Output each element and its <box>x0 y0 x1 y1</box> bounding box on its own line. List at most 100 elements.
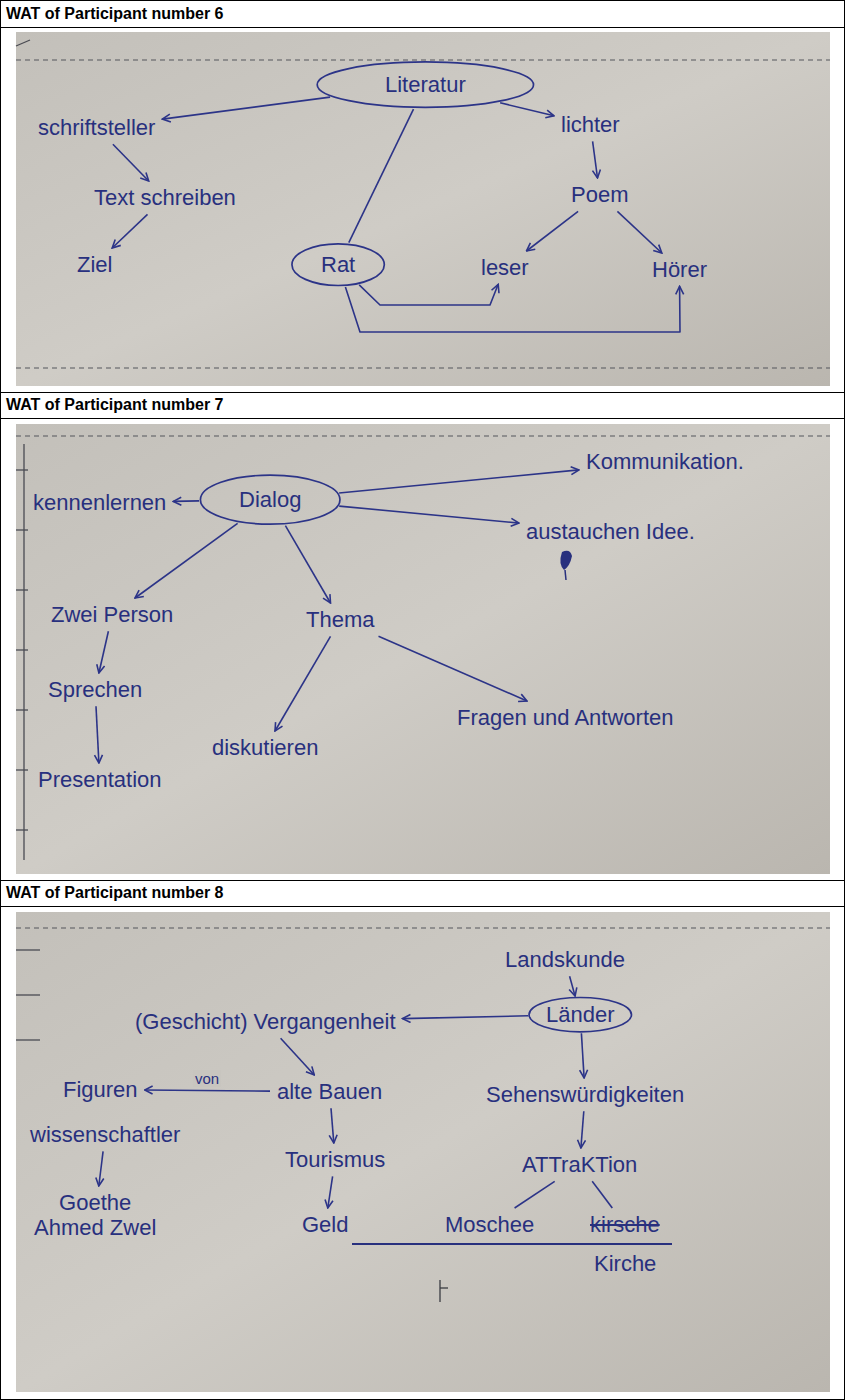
mind-map-word: Ziel <box>74 251 115 278</box>
hand-drawn-arrow <box>331 1108 334 1143</box>
hand-drawn-arrow <box>145 1090 270 1091</box>
mind-map-word: Poem <box>568 181 631 208</box>
circled-word: Länder <box>528 996 633 1033</box>
handwritten-word: Moschee <box>445 1212 534 1237</box>
margin-line <box>16 829 28 830</box>
margin-line <box>16 649 28 650</box>
circled-word: Literatur <box>315 60 536 109</box>
margin-line <box>16 769 28 770</box>
ellipse-outline <box>292 244 384 286</box>
table-rule <box>0 418 845 419</box>
hand-drawn-arrow <box>339 506 519 523</box>
underline-stroke <box>352 1243 672 1245</box>
mind-map-word: kennenlernen <box>30 489 169 516</box>
mind-map-word: Fragen und Antworten <box>454 704 676 731</box>
hand-drawn-arrow <box>592 1181 612 1208</box>
mind-map-word: Text schreiben <box>91 184 239 211</box>
hand-drawn-arrow <box>403 1016 529 1019</box>
hand-drawn-arrow <box>359 284 498 305</box>
mind-map-word: Thema <box>303 606 377 633</box>
margin-line <box>16 709 28 710</box>
handwritten-word: Dialog <box>239 487 301 512</box>
mind-map-word: Figuren <box>60 1076 141 1103</box>
handwritten-word: Landskunde <box>505 947 625 972</box>
handwritten-word: Rat <box>321 252 355 277</box>
pencil-mark <box>439 1280 440 1302</box>
dashed-rule <box>16 927 830 928</box>
mind-map-word: Tourismus <box>282 1146 388 1173</box>
circled-word: Rat <box>291 242 385 287</box>
hand-drawn-arrow <box>500 103 554 116</box>
handwritten-word: alte Bauen <box>277 1079 382 1104</box>
hand-drawn-arrow <box>349 109 414 242</box>
handwritten-word: Figuren <box>63 1077 138 1102</box>
hand-drawn-arrow <box>581 1111 584 1148</box>
mind-map-word: Geld <box>299 1211 351 1238</box>
handwritten-word: Hörer <box>652 257 707 282</box>
hand-drawn-arrow <box>96 706 99 763</box>
hand-drawn-arrow <box>581 1033 584 1078</box>
handwritten-word: Presentation <box>38 767 162 792</box>
hand-drawn-arrow <box>345 286 680 332</box>
hand-drawn-arrow <box>135 523 238 598</box>
ellipse-outline <box>529 997 631 1031</box>
photo-paper <box>16 424 830 874</box>
hand-drawn-arrow <box>281 1038 315 1075</box>
hand-drawn-arrow <box>99 631 109 673</box>
handwritten-correction: Kirche <box>594 1251 656 1277</box>
idea-doodle <box>565 570 566 580</box>
handwritten-word: lichter <box>561 112 620 137</box>
margin-line <box>16 1039 40 1040</box>
margin-mark <box>16 40 30 46</box>
table-rule <box>0 0 1 1400</box>
hand-drawn-arrow <box>173 500 199 502</box>
handwritten-word: Literatur <box>385 72 466 97</box>
photo-paper <box>16 32 830 386</box>
handwritten-word: austauchen Idee. <box>526 519 695 544</box>
handwritten-word: Ziel <box>77 252 112 277</box>
hand-drawn-arrow <box>339 470 579 493</box>
table-rule <box>0 906 845 907</box>
mind-map-word: (Geschicht) Vergangenheit <box>132 1008 399 1035</box>
circled-word: Dialog <box>199 473 341 526</box>
margin-line <box>16 994 40 995</box>
mind-map-word: schriftsteller <box>35 114 158 141</box>
handwritten-word: Tourismus <box>285 1147 385 1172</box>
mind-map-word: Presentation <box>35 766 165 793</box>
row-heading: WAT of Participant number 7 <box>6 396 224 414</box>
mind-map-word: alte Bauen <box>274 1078 385 1105</box>
table-rule <box>0 0 845 1</box>
table-rule <box>844 0 845 1400</box>
hand-drawn-arrow <box>285 526 330 603</box>
mind-map-word: GoetheAhmed Zwel <box>31 1189 159 1242</box>
handwritten-word: Geld <box>302 1212 348 1237</box>
hand-drawn-arrow <box>112 214 147 248</box>
table-rule <box>0 27 845 28</box>
margin-line <box>23 444 24 860</box>
mind-map-word: Hörer <box>649 256 710 283</box>
hand-drawn-arrow <box>527 211 579 251</box>
mind-map-word: leser <box>478 254 532 281</box>
handwritten-word: Goethe <box>34 1190 156 1215</box>
handwritten-word: Sehenswürdigkeiten <box>486 1082 684 1107</box>
pencil-mark <box>440 1280 448 1302</box>
handwritten-word: wissenschaftler <box>30 1122 180 1147</box>
handwritten-word: kennenlernen <box>33 490 166 515</box>
margin-line <box>16 589 28 590</box>
hand-drawn-arrow <box>617 211 661 253</box>
handwritten-word: leser <box>481 255 529 280</box>
photo-paper <box>16 912 830 1392</box>
mind-map-word: diskutieren <box>209 734 321 761</box>
handwritten-word: Thema <box>306 607 374 632</box>
hand-drawn-arrow <box>328 1176 333 1208</box>
handwritten-word: (Geschicht) Vergangenheit <box>135 1009 396 1034</box>
mind-map-word: Landskunde <box>502 946 628 973</box>
hand-drawn-arrow <box>515 1181 555 1208</box>
handwritten-word: Kommunikation. <box>586 449 744 474</box>
hand-drawn-arrow <box>379 636 528 701</box>
row-heading: WAT of Participant number 8 <box>6 884 224 902</box>
mind-map-word: Kommunikation. <box>583 448 747 475</box>
handwritten-word: Sprechen <box>48 677 142 702</box>
hand-drawn-arrow <box>162 97 330 119</box>
arrow-label: von <box>193 1070 221 1087</box>
